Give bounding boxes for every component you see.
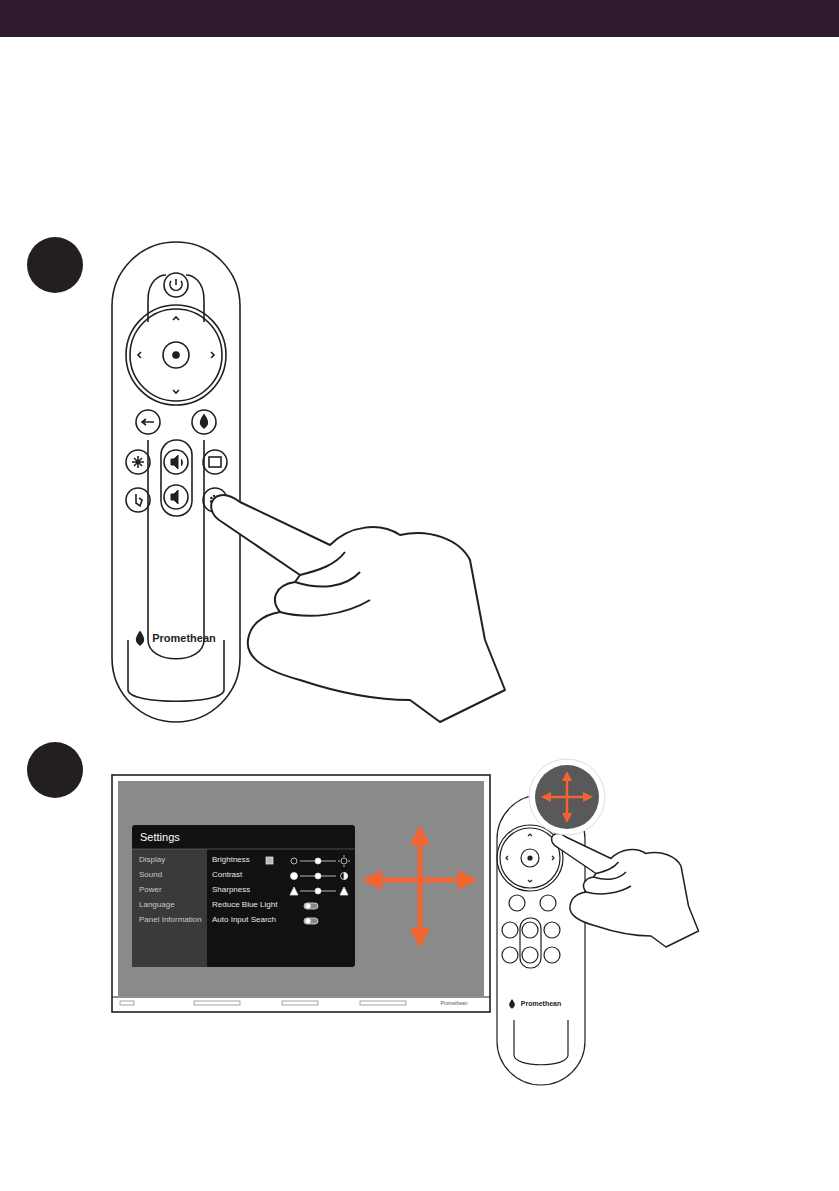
setting-name: Brightness bbox=[212, 856, 250, 865]
settings-sidebar: DisplaySoundPowerLanguagePanel Informati… bbox=[132, 849, 207, 967]
dpad-magnifier bbox=[529, 759, 605, 835]
setting-name: Reduce Blue Light bbox=[212, 901, 277, 910]
pointing-hand bbox=[552, 833, 699, 947]
brand-logo: Promethean bbox=[521, 1000, 561, 1008]
brand-logo: Promethean bbox=[152, 632, 216, 644]
menu-item: Sound bbox=[139, 871, 162, 880]
remote-small bbox=[497, 795, 585, 1085]
remote-large bbox=[112, 242, 240, 722]
setting-name: Contrast bbox=[212, 871, 242, 880]
menu-item: Language bbox=[139, 901, 175, 910]
menu-item: Power bbox=[139, 886, 162, 895]
display-panel bbox=[112, 775, 490, 1012]
setting-name: Auto Input Search bbox=[212, 916, 276, 925]
menu-item: Display bbox=[139, 856, 165, 865]
header-band bbox=[0, 0, 839, 37]
step-marker bbox=[27, 237, 83, 293]
setting-name: Sharpness bbox=[212, 886, 250, 895]
pointing-hand bbox=[211, 495, 505, 722]
bezel-logo: Promethean bbox=[440, 1001, 467, 1007]
window-title: Settings bbox=[140, 831, 180, 843]
step-marker bbox=[27, 742, 83, 798]
menu-item: Panel Information bbox=[139, 916, 202, 925]
settings-window: SettingsBrightnessContrastSharpnessReduc… bbox=[132, 825, 355, 967]
